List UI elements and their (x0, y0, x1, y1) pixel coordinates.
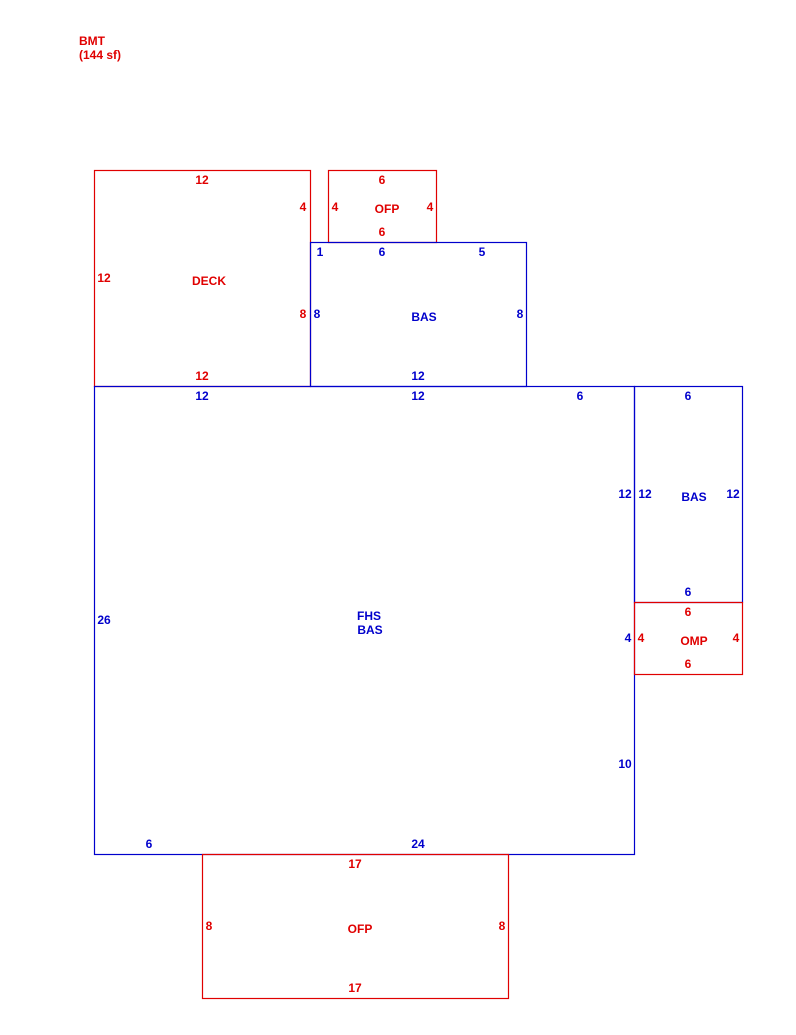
ofp-bottom-area: OFP 17 17 8 8 (201, 853, 510, 1000)
bmt-note: BMT (144 sf) (79, 34, 121, 62)
deck-area: DECK 12 12 12 4 8 (93, 169, 312, 388)
main-right-c-dim: 10 (618, 757, 632, 771)
deck-right-upper-dim: 4 (300, 200, 307, 214)
bas-upper-area: BAS 1 6 5 8 8 12 (309, 241, 528, 388)
bas-upper-left-dim: 8 (314, 307, 321, 321)
ofp-top-right-dim: 4 (427, 200, 434, 214)
ofp-bottom-top-dim: 17 (348, 857, 362, 871)
bas-upper-bottom-dim: 12 (411, 369, 425, 383)
main-bottom-a-dim: 6 (146, 837, 153, 851)
deck-bottom-dim: 12 (195, 369, 209, 383)
omp-label: OMP (680, 634, 707, 648)
main-left-dim: 26 (97, 613, 111, 627)
bas-upper-label: BAS (411, 310, 436, 324)
main-top-b-dim: 12 (411, 389, 425, 403)
omp-left-dim: 4 (638, 631, 645, 645)
omp-right-dim: 4 (733, 631, 740, 645)
bmt-area: (144 sf) (79, 48, 122, 62)
ofp-bottom-bottom-dim: 17 (348, 981, 362, 995)
main-right-b-dim: 4 (625, 631, 632, 645)
bas-upper-right-dim: 8 (517, 307, 524, 321)
omp-bottom-dim: 6 (685, 657, 692, 671)
ofp-bottom-label: OFP (348, 922, 373, 936)
ofp-bottom-right-dim: 8 (499, 919, 506, 933)
main-top-a-dim: 12 (195, 389, 209, 403)
ofp-top-left-dim: 4 (332, 200, 339, 214)
ofp-top-label: OFP (375, 202, 400, 216)
bas-upper-top-c-dim: 5 (479, 245, 486, 259)
main-area: FHS BAS 12 12 6 26 12 4 10 6 24 (93, 385, 636, 856)
bas-right-right-dim: 12 (726, 487, 740, 501)
bas-upper-top-b-dim: 6 (379, 245, 386, 259)
omp-top-dim: 6 (685, 605, 692, 619)
bmt-code: BMT (79, 34, 105, 48)
ofp-top-top-dim: 6 (379, 173, 386, 187)
ofp-top-area: OFP 6 6 4 4 (327, 169, 438, 244)
ofp-top-bottom-dim: 6 (379, 225, 386, 239)
bas-right-left-dim: 12 (638, 487, 652, 501)
ofp-bottom-left-dim: 8 (206, 919, 213, 933)
bas-upper-top-a-dim: 1 (317, 245, 324, 259)
main-label-fhs: FHS (357, 609, 381, 623)
deck-label: DECK (192, 274, 226, 288)
deck-left-dim: 12 (97, 271, 111, 285)
main-top-c-dim: 6 (577, 389, 584, 403)
ofp-bottom-outline (201, 853, 510, 1000)
omp-area: OMP 6 6 4 4 (633, 601, 744, 676)
bas-right-top-dim: 6 (685, 389, 692, 403)
deck-top-dim: 12 (195, 173, 209, 187)
main-bottom-b-dim: 24 (411, 837, 425, 851)
omp-outline (633, 601, 744, 676)
main-right-a-dim: 12 (618, 487, 632, 501)
deck-right-lower-dim: 8 (300, 307, 307, 321)
bas-right-label: BAS (681, 490, 706, 504)
bas-right-bottom-dim: 6 (685, 585, 692, 599)
main-label-bas: BAS (357, 623, 382, 637)
bas-right-area: BAS 6 6 12 12 (633, 385, 744, 604)
